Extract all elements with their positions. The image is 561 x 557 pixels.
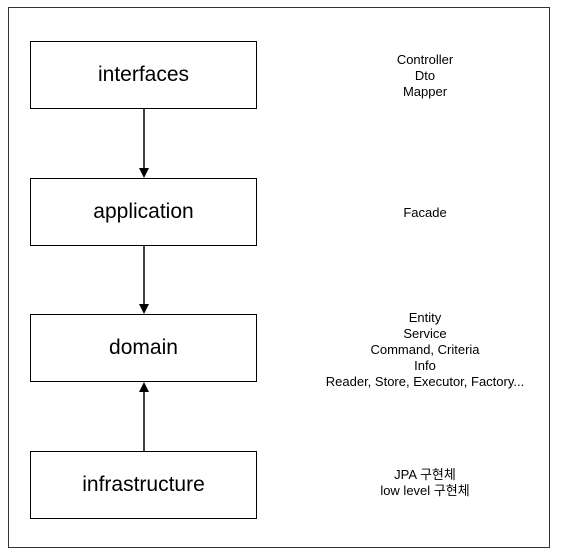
desc-line: JPA 구현체: [394, 467, 456, 482]
layer-label-infrastructure: infrastructure: [82, 473, 205, 496]
layer-box-infrastructure: infrastructure: [30, 451, 257, 519]
desc-line: Entity: [408, 310, 442, 325]
desc-line: Controller: [396, 52, 454, 67]
layer-label-interfaces: interfaces: [97, 63, 190, 86]
diagram-frame: [8, 7, 550, 548]
layer-box-interfaces: interfaces: [30, 41, 257, 109]
desc-line: Info: [414, 358, 436, 373]
layer-desc-interfaces: Controller Dto Mapper: [300, 52, 550, 100]
desc-line: Reader, Store, Executor, Factory...: [325, 374, 525, 389]
desc-line: Command, Criteria: [370, 342, 480, 357]
desc-line: Dto: [414, 68, 436, 83]
layer-label-application: application: [93, 200, 194, 223]
layer-label-domain: domain: [109, 336, 178, 359]
desc-line: Facade: [403, 205, 447, 220]
layer-desc-infrastructure: JPA 구현체 low level 구현체: [300, 467, 550, 499]
layer-desc-domain: Entity Service Command, Criteria Info Re…: [300, 310, 550, 390]
desc-line: low level 구현체: [380, 483, 470, 498]
layer-box-domain: domain: [30, 314, 257, 382]
layer-box-application: application: [30, 178, 257, 246]
desc-line: Service: [403, 326, 447, 341]
desc-line: Mapper: [402, 84, 448, 99]
layer-desc-application: Facade: [300, 205, 550, 221]
